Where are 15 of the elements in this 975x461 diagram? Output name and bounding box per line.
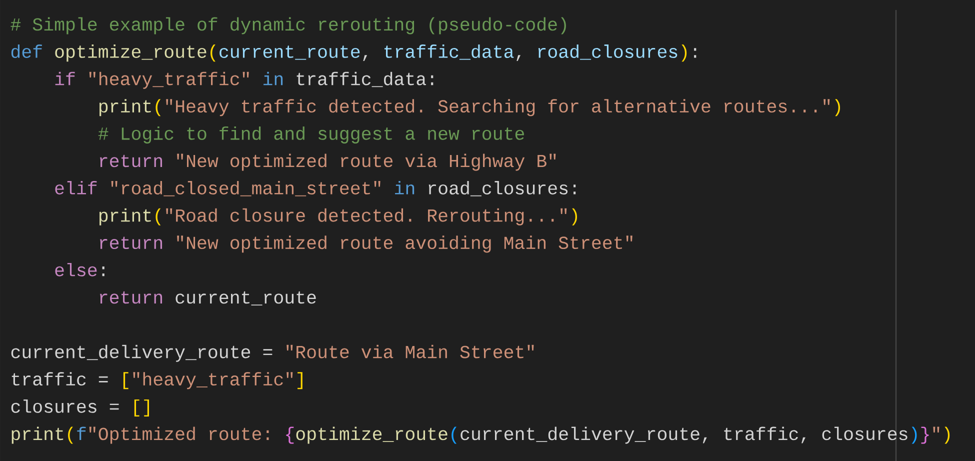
code-line: # Simple example of dynamic rerouting (pseudo-code) <box>10 17 566 34</box>
code-line: current_delivery_route = "Route via Main Street" <box>11 344 534 362</box>
code-line: return "New optimized route avoiding Main Street" <box>100 236 632 253</box>
code-line: print("Road closure detected. Rerouting...") <box>99 208 577 226</box>
code-line: def optimize_route(current_route, traffic_data, road_closures): <box>11 44 696 62</box>
code-line: return current_route <box>100 291 316 306</box>
code-line: else: <box>55 262 104 276</box>
code-line: elif "road_closed_main_street" in road_closures: <box>55 181 576 196</box>
code-line: print(f"Optimized route: {optimize_route(current_delivery_route, traffic, closures)}") <box>12 426 950 444</box>
code-line: # Logic to find and suggest a new route <box>98 126 524 144</box>
code-line: print("Heavy traffic detected. Searching for alternative routes...") <box>99 99 840 116</box>
code-line: return "New optimized route via Highway B" <box>100 154 556 171</box>
code-line: traffic = ["heavy_traffic"] <box>12 372 302 390</box>
code-line: if "heavy_traffic" in traffic_data: <box>55 72 434 89</box>
code-line: closures = [] <box>11 399 149 416</box>
